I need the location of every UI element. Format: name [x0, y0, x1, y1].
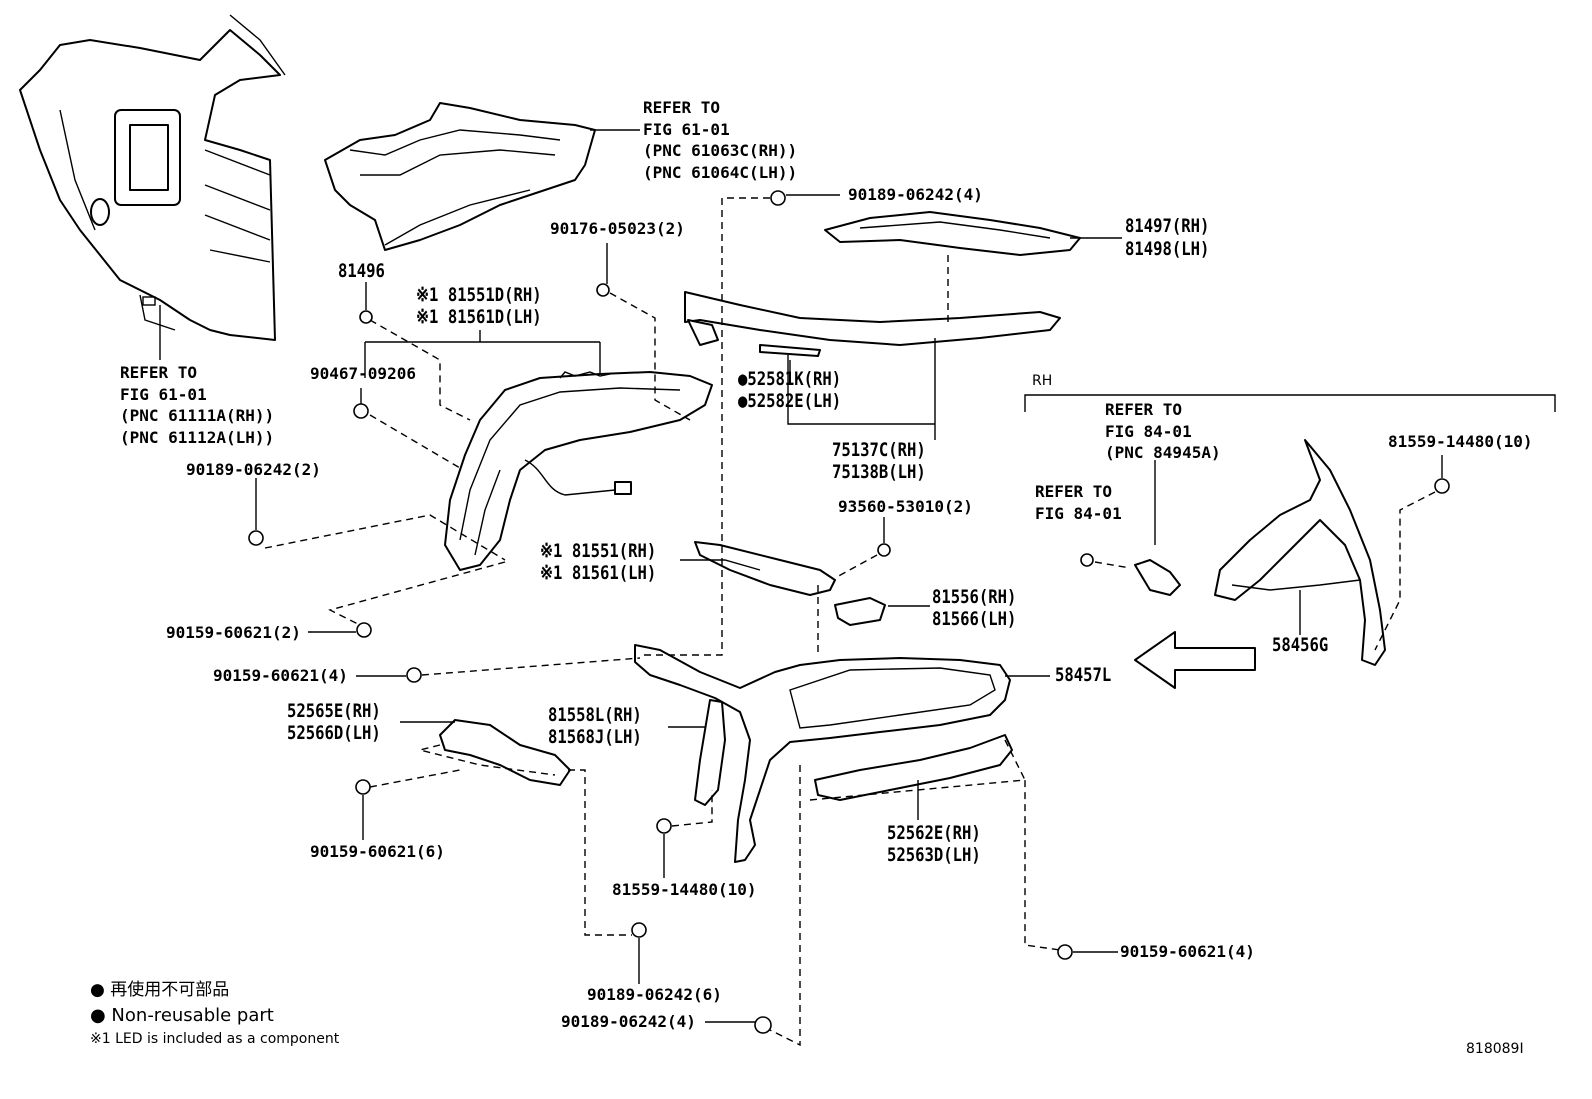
part-52566D: 52566D(LH) [287, 722, 381, 744]
bracket-81558L-drawing [694, 699, 726, 806]
part-81559-bottom: 81559-14480(10) [612, 880, 757, 899]
refer-rh-line2: FIG 84-01 [1105, 422, 1192, 441]
part-81497: 81497(RH) [1125, 215, 1210, 237]
bezel-58457L-drawing [634, 644, 1011, 863]
part-52581K: ●52581K(RH) [738, 368, 842, 390]
dashed-guides [264, 197, 1436, 1047]
part-90159-60621-4-a: 90159-60621(4) [213, 666, 348, 685]
bracket-52565E-drawing [439, 719, 571, 786]
refer-top-line2: FIG 61-01 [643, 120, 730, 139]
led-81551-drawing [694, 541, 836, 596]
bracket-52562E-drawing [814, 734, 1013, 801]
upper-protector-drawing [324, 102, 596, 251]
part-52563D: 52563D(LH) [887, 844, 981, 866]
part-81566: 81566(LH) [932, 608, 1017, 630]
part-90159-60621-4-b: 90159-60621(4) [1120, 942, 1255, 961]
part-81496: 81496 [338, 260, 385, 282]
refer-left-line4: (PNC 61112A(LH)) [120, 428, 275, 447]
refer-rh-b-line2: FIG 84-01 [1035, 504, 1122, 523]
part-52565E: 52565E(RH) [287, 700, 381, 722]
part-52582E: ●52582E(LH) [738, 390, 842, 412]
part-90189-06242-2: 90189-06242(2) [186, 460, 321, 479]
part-81561: ※1 81561(LH) [540, 562, 657, 584]
refer-top-line3: (PNC 61063C(RH)) [643, 141, 798, 160]
refer-rh-line1: REFER TO [1105, 400, 1183, 419]
body-panel-drawing [19, 14, 286, 341]
refer-left-line2: FIG 61-01 [120, 385, 207, 404]
part-90159-60621-2: 90159-60621(2) [166, 623, 301, 642]
rh-lamp-58456G-drawing [1134, 439, 1386, 666]
diagram-id: 818089I [1466, 1041, 1524, 1057]
part-81498: 81498(LH) [1125, 238, 1210, 260]
part-81551D: ※1 81551D(RH) [416, 284, 542, 306]
rh-arrow [1134, 631, 1256, 689]
part-81559-rh: 81559-14480(10) [1388, 432, 1533, 451]
part-90189-06242-4-top: 90189-06242(4) [848, 185, 983, 204]
refer-top-line1: REFER TO [643, 98, 721, 117]
refer-left-line3: (PNC 61111A(RH)) [120, 406, 275, 425]
rh-bracket-line [1024, 394, 1556, 412]
refer-left-line1: REFER TO [120, 363, 198, 382]
part-81551: ※1 81551(RH) [540, 540, 657, 562]
leader-lines [159, 129, 1443, 1023]
part-58457L: 58457L [1055, 664, 1112, 686]
rh-heading: RH [1032, 373, 1053, 389]
part-90189-06242-6: 90189-06242(6) [587, 985, 722, 1004]
legend-led-note: ※1 LED is included as a component [90, 1031, 340, 1047]
part-90159-60621-6: 90159-60621(6) [310, 842, 445, 861]
fasteners [248, 190, 1450, 1034]
headlamp-drawing [444, 371, 713, 571]
garnish-75137C-drawing [684, 291, 1061, 357]
refer-rh-b-line1: REFER TO [1035, 482, 1113, 501]
part-81568J: 81568J(LH) [548, 726, 642, 748]
part-52562E: 52562E(RH) [887, 822, 981, 844]
bracket-81556-drawing [834, 597, 886, 626]
part-75138B: 75138B(LH) [832, 461, 926, 483]
part-58456G: 58456G [1272, 634, 1329, 656]
part-81561D: ※1 81561D(LH) [416, 306, 542, 328]
refer-rh-line3: (PNC 84945A) [1105, 443, 1221, 462]
part-90189-06242-4-bottom: 90189-06242(4) [561, 1012, 696, 1031]
part-81558L: 81558L(RH) [548, 704, 642, 726]
part-90467: 90467-09206 [310, 364, 416, 383]
refer-top-line4: (PNC 61064C(LH)) [643, 163, 798, 182]
part-93560: 93560-53010(2) [838, 497, 973, 516]
part-81556: 81556(RH) [932, 586, 1017, 608]
part-90176: 90176-05023(2) [550, 219, 685, 238]
legend-japanese: ● 再使用不可部品 [90, 980, 230, 1000]
molding-81497-drawing [824, 211, 1081, 256]
part-75137C: 75137C(RH) [832, 439, 926, 461]
legend-non-reusable: ● Non-reusable part [90, 1005, 274, 1026]
